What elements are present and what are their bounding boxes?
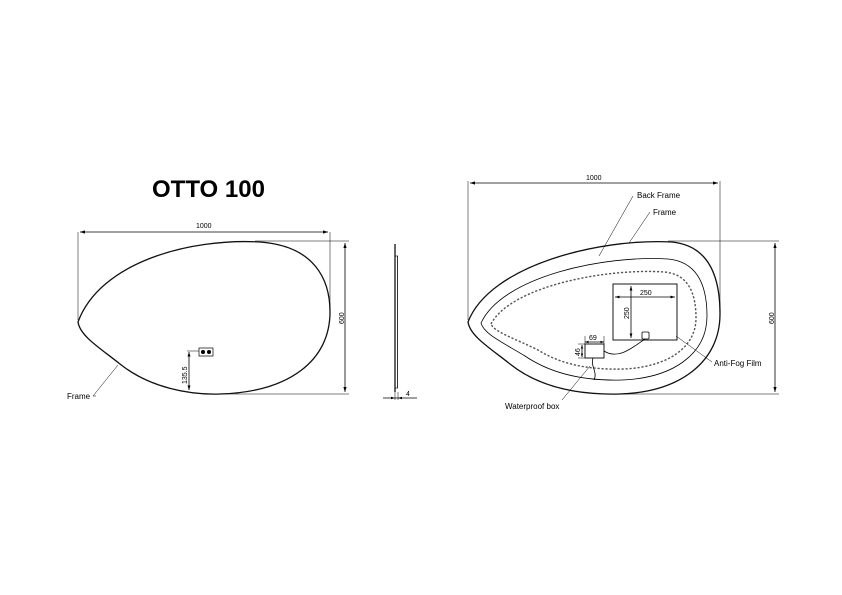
anti-fog-film (612, 283, 678, 341)
back-view: 1000 600 Back Frame Frame 250 250 Anti-F… (467, 175, 779, 411)
antifog-height-arrow-top (629, 286, 633, 291)
touch-switch (198, 347, 214, 357)
antifog-width-label: 250 (640, 290, 652, 297)
offset-arrow-bottom (187, 385, 191, 390)
depth-arrow-left (391, 396, 395, 400)
back-frame-outer-leader (628, 211, 651, 244)
width-arrow-right (323, 230, 328, 234)
back-width-arrow-right (713, 181, 718, 185)
antifog-label: Anti-Fog Film (714, 359, 762, 368)
front-view: 1000 600 135.5 Frame (67, 223, 349, 401)
box-width-arrow-left (585, 340, 589, 344)
waterproof-label: Waterproof box (505, 402, 559, 411)
antifog-height-arrow-bottom (629, 333, 633, 338)
mirror-outline (77, 240, 331, 395)
back-mirror-outline (467, 240, 721, 395)
box-height-label: 46 (575, 348, 582, 356)
side-view: 4 (383, 244, 417, 400)
back-frame-leader-line (598, 195, 634, 257)
switch-dot-right (207, 350, 211, 354)
power-cable (591, 357, 596, 381)
back-width-dimension-label: 1000 (586, 175, 602, 182)
height-arrow-top (343, 243, 347, 248)
product-title: OTTO 100 (152, 176, 265, 203)
offset-dimension-label: 135.5 (182, 366, 189, 384)
back-outer-frame-label: Frame (653, 208, 677, 217)
antifog-connector (641, 331, 650, 340)
width-arrow-left (80, 230, 85, 234)
offset-arrow-top (187, 352, 191, 357)
back-height-arrow-top (773, 243, 777, 248)
back-height-dimension-label: 600 (769, 312, 776, 324)
switch-dot-left (201, 350, 205, 354)
box-width-arrow-right (600, 340, 604, 344)
box-height-arrow-bottom (580, 353, 584, 357)
back-width-arrow-left (470, 181, 475, 185)
height-arrow-bottom (343, 387, 347, 392)
width-dimension-label: 1000 (196, 223, 212, 230)
back-frame-outline (480, 258, 708, 381)
waterproof-box (584, 343, 605, 359)
depth-arrow-right (398, 396, 402, 400)
antifog-leader-line (675, 335, 713, 363)
back-frame-label: Back Frame (637, 191, 681, 200)
antifog-cable (603, 338, 646, 355)
height-dimension-label: 600 (339, 312, 346, 324)
antifog-height-label: 250 (624, 307, 631, 319)
back-height-arrow-bottom (773, 387, 777, 392)
led-strip-dashed (490, 270, 697, 370)
box-width-label: 69 (589, 335, 597, 342)
box-height-arrow-top (580, 345, 584, 349)
frame-label: Frame (67, 392, 91, 401)
waterproof-leader-line (561, 365, 591, 401)
antifog-width-arrow-right (670, 295, 675, 299)
frame-leader-line (92, 364, 119, 397)
depth-dimension-label: 4 (406, 391, 410, 398)
antifog-width-arrow-left (615, 295, 620, 299)
